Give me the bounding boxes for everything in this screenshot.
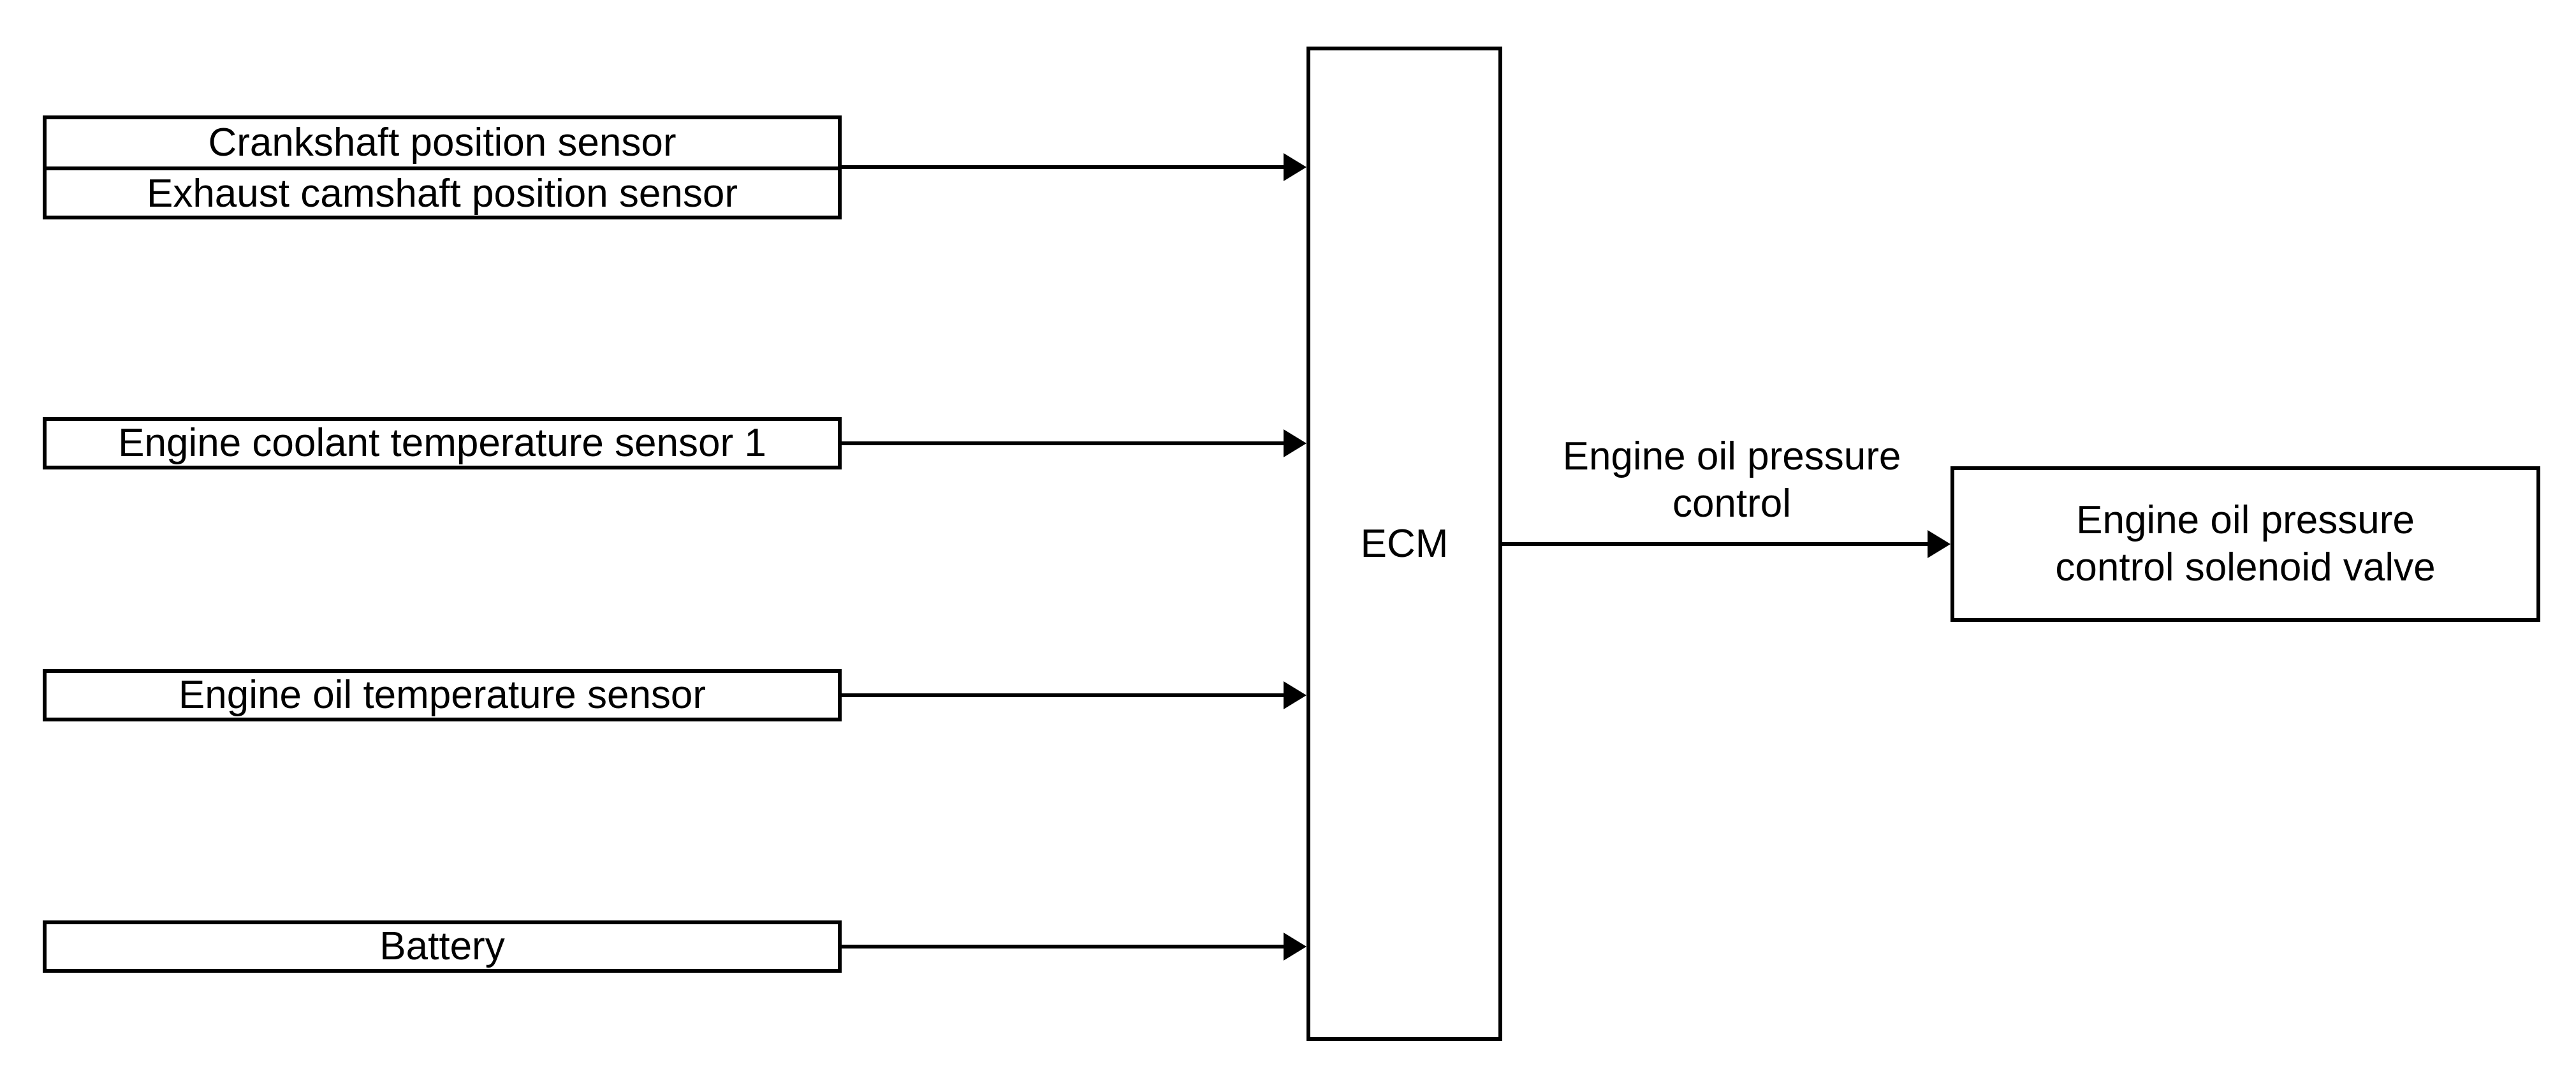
solenoid-valve-label: Engine oil pressure control solenoid val… (2055, 498, 2436, 589)
arrow-ecm-to-solenoid-valve (1501, 530, 1950, 558)
arrowhead-right-icon (1928, 530, 1950, 558)
arrowhead-right-icon (1284, 933, 1306, 961)
input-box-engine-oil-temperature-sensor: Engine oil temperature sensor (43, 669, 842, 721)
arrow-line (839, 945, 1287, 948)
arrow-line (1501, 542, 1931, 546)
input-box-crankshaft-position-sensor: Crankshaft position sensor (47, 119, 838, 170)
battery-label: Battery (379, 924, 505, 968)
input-box-position-sensors: Crankshaft position sensor Exhaust camsh… (43, 115, 842, 219)
engine-oil-temperature-sensor-label: Engine oil temperature sensor (178, 673, 706, 717)
input-box-battery: Battery (43, 920, 842, 973)
ecm-label: ECM (1360, 521, 1449, 566)
arrow-line (839, 693, 1287, 697)
input-box-exhaust-camshaft-position-sensor: Exhaust camshaft position sensor (47, 170, 838, 218)
ecm-box: ECM (1306, 47, 1502, 1041)
arrow-battery-to-ecm (839, 933, 1306, 961)
output-box-oil-pressure-control-solenoid-valve: Engine oil pressure control solenoid val… (1950, 466, 2540, 622)
arrowhead-right-icon (1284, 153, 1306, 181)
crankshaft-position-sensor-label: Crankshaft position sensor (208, 121, 677, 165)
arrow-line (839, 165, 1287, 169)
input-box-engine-coolant-temperature-sensor: Engine coolant temperature sensor 1 (43, 417, 842, 469)
arrow-oil-temperature-sensor-to-ecm (839, 681, 1306, 709)
exhaust-camshaft-position-sensor-label: Exhaust camshaft position sensor (146, 172, 738, 216)
arrow-line (839, 441, 1287, 445)
arrow-coolant-sensor-to-ecm (839, 429, 1306, 457)
engine-coolant-temperature-sensor-label: Engine coolant temperature sensor 1 (118, 421, 766, 465)
output-arrow-label: Engine oil pressure control (1562, 434, 1901, 526)
arrowhead-right-icon (1284, 429, 1306, 457)
arrowhead-right-icon (1284, 681, 1306, 709)
arrow-position-sensors-to-ecm (839, 153, 1306, 181)
